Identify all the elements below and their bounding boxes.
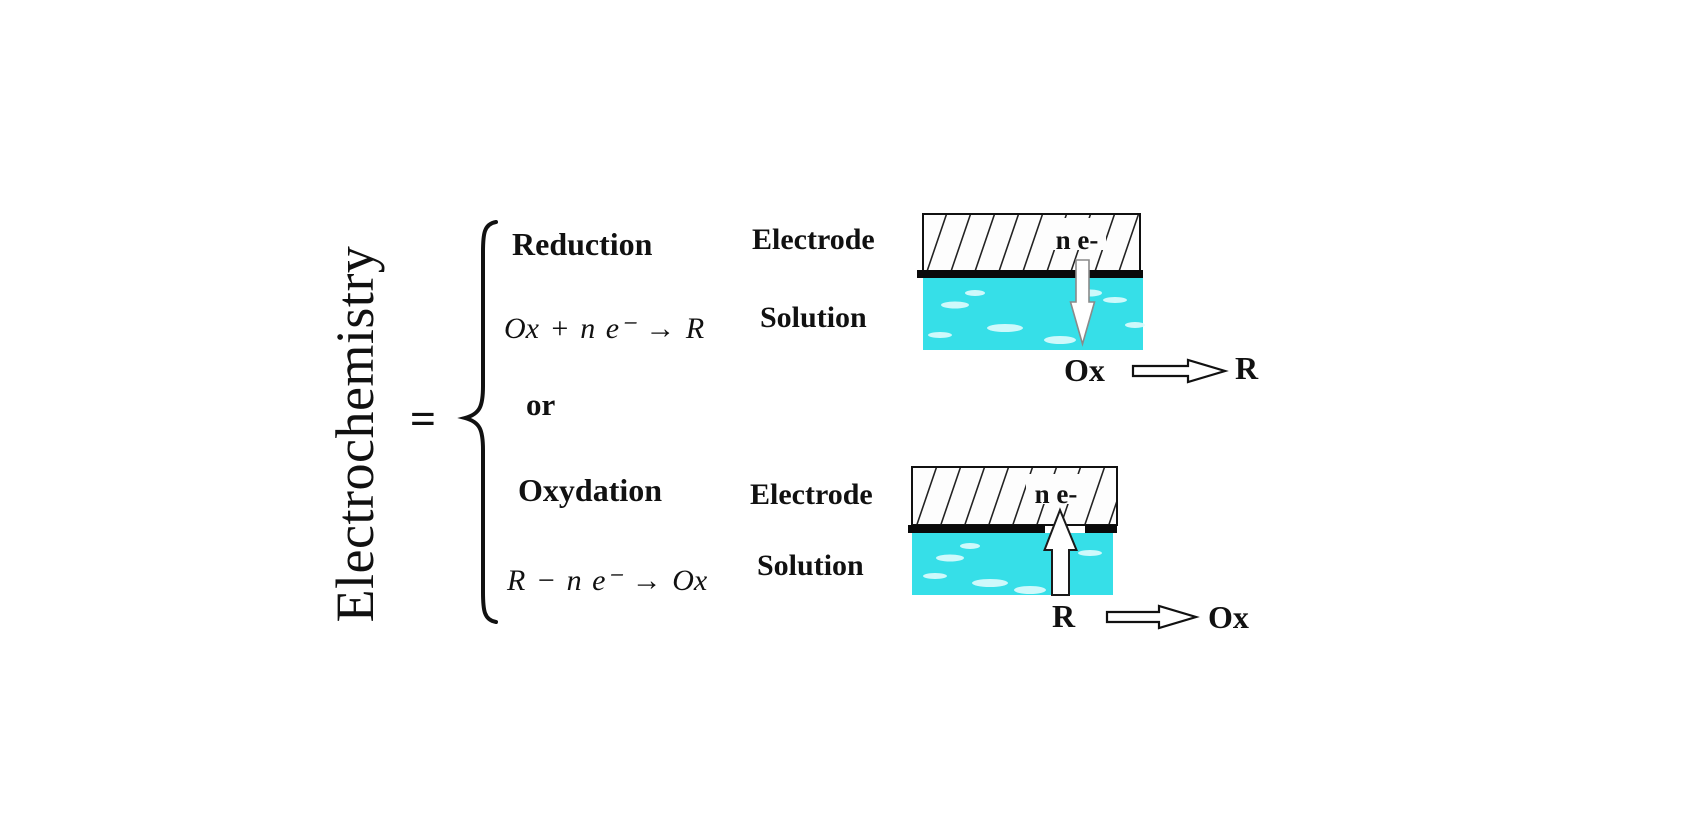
electron-label-backing [1046, 218, 1106, 250]
oxidation-equation: R − n e⁻ → Ox [507, 564, 708, 597]
oxidation-reactant-label: R [1052, 598, 1076, 634]
reduction-solution-label: Solution [760, 301, 867, 334]
electrode-solution-interface-left [908, 525, 1045, 533]
electron-transfer-arrow-down [1069, 259, 1096, 347]
oxidation-cell-graphic: n e- [908, 466, 1118, 596]
oxidation-reaction-arrow-icon [1105, 604, 1200, 630]
reduction-reaction-arrow-icon [1131, 358, 1229, 384]
oxidation-product-label: Ox [1208, 599, 1249, 635]
solution-block [912, 533, 1113, 595]
solution-block [923, 278, 1143, 350]
reduction-cell-graphic: n e- [917, 213, 1145, 350]
electrode-solution-interface-right [1085, 525, 1117, 533]
curly-brace [457, 220, 498, 624]
electron-transfer-arrow-up [1043, 507, 1078, 596]
reduction-reactant-label: Ox [1064, 352, 1105, 388]
curly-brace-path [457, 220, 498, 624]
electron-count-label: n e- [1035, 479, 1078, 509]
solution-streaks [923, 543, 1102, 594]
electron-count-label: n e- [1056, 225, 1099, 255]
oxidation-solution-label: Solution [757, 549, 864, 582]
reduction-label: Reduction [512, 226, 653, 262]
reduction-equation: Ox + n e⁻ → R [504, 312, 705, 345]
electrode-solution-interface [917, 270, 1143, 278]
solution-streaks [928, 289, 1145, 344]
reduction-product-label: R [1235, 350, 1259, 386]
equals-sign: = [409, 393, 437, 444]
oxidation-electrode-label: Electrode [750, 478, 873, 511]
electrode-hatching [924, 215, 1139, 274]
main-title: Electrochemistry [325, 245, 385, 623]
or-label: or [526, 387, 556, 422]
oxidation-label: Oxydation [518, 472, 663, 508]
electron-label-backing [1026, 474, 1086, 504]
reduction-electrode-label: Electrode [752, 223, 875, 256]
